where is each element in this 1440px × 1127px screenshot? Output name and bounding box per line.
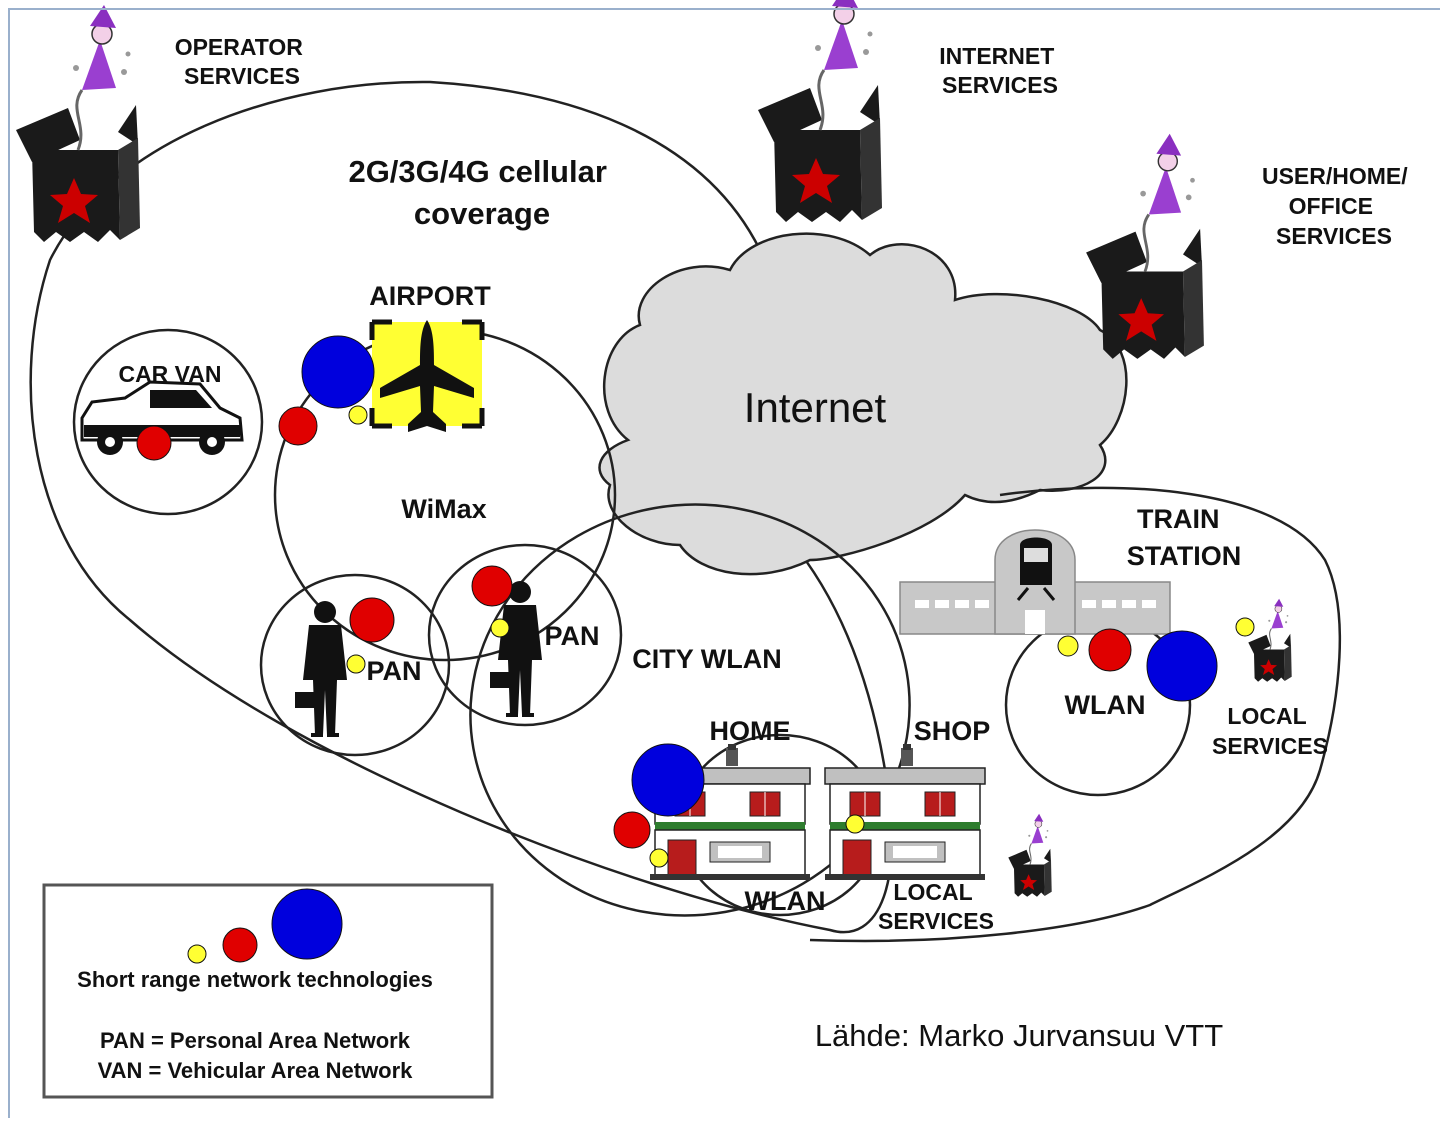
train-station-icon (899, 529, 1171, 635)
yellow-dot-home (649, 848, 669, 868)
train-station-area (809, 486, 1342, 943)
legend-red-dot (222, 927, 258, 963)
person-left-icon (295, 601, 347, 737)
airport-icon (369, 319, 485, 432)
car-van-area (72, 328, 264, 516)
red-dot-station (1088, 628, 1132, 672)
internet-cloud (598, 232, 1128, 576)
legend-yellow-dot (187, 944, 207, 964)
yellow-dot-station-local (1235, 617, 1255, 637)
legend-title: Short range network technologies (77, 967, 433, 992)
yellow-dot-airport (348, 405, 368, 425)
pan-left-label: PAN (366, 656, 421, 686)
source-credit: Lähde: Marko Jurvansuu VTT (815, 1018, 1223, 1053)
station-local-services-label: LOCAL SERVICES (1212, 703, 1328, 759)
red-dot-pan-right (471, 565, 513, 607)
yellow-dot-pan-right (490, 618, 510, 638)
internet-services-label: INTERNET SERVICES (939, 43, 1060, 98)
blue-dot-station (1146, 630, 1218, 702)
airport-label: AIRPORT (369, 281, 491, 311)
network-dots (136, 335, 1255, 868)
user-home-office-services-icon (1084, 132, 1206, 361)
operator-services-icon (14, 3, 142, 244)
home-wlan-label: WLAN (745, 886, 826, 916)
yellow-dot-shop (845, 814, 865, 834)
cellular-coverage-label: 2G/3G/4G cellular coverage (348, 154, 615, 231)
operator-services-label: OPERATOR SERVICES (175, 34, 310, 89)
shop-local-services-icon (1007, 813, 1053, 898)
city-wlan-area (469, 503, 911, 917)
station-wlan-label: WLAN (1065, 690, 1146, 720)
internet-services-icon (756, 0, 884, 224)
city-wlan-label: CITY WLAN (632, 644, 782, 674)
user-home-office-services-label: USER/HOME/ OFFICE SERVICES (1262, 163, 1414, 249)
legend-van-definition: VAN = Vehicular Area Network (98, 1058, 414, 1083)
pan-area-right (427, 543, 623, 727)
legend-pan-definition: PAN = Personal Area Network (100, 1028, 411, 1053)
internet-label: Internet (744, 384, 887, 431)
red-dot-airport (278, 406, 318, 446)
yellow-dot-pan-left (346, 654, 366, 674)
home-label: HOME (710, 716, 791, 746)
car-van-label: CAR VAN (118, 361, 221, 387)
shop-label: SHOP (914, 716, 991, 746)
legend-blue-dot (271, 888, 343, 960)
legend-box: Short range network technologies PAN = P… (42, 883, 494, 1099)
slide-frame-top (8, 8, 1440, 10)
red-dot-pan-left (349, 597, 395, 643)
train-station-label: TRAIN STATION (1127, 504, 1242, 571)
red-dot-car (136, 425, 172, 461)
shop-local-services-label: LOCAL SERVICES (878, 879, 994, 934)
wimax-label: WiMax (401, 494, 486, 524)
station-local-services-icon (1247, 598, 1293, 683)
slide-frame-left (8, 8, 10, 1118)
blue-dot-home (631, 743, 705, 817)
red-dot-home (613, 811, 651, 849)
shop-house-icon (824, 743, 986, 881)
yellow-dot-station (1057, 635, 1079, 657)
pan-right-label: PAN (544, 621, 599, 651)
blue-dot-airport (301, 335, 375, 409)
pan-area-left (259, 573, 451, 757)
